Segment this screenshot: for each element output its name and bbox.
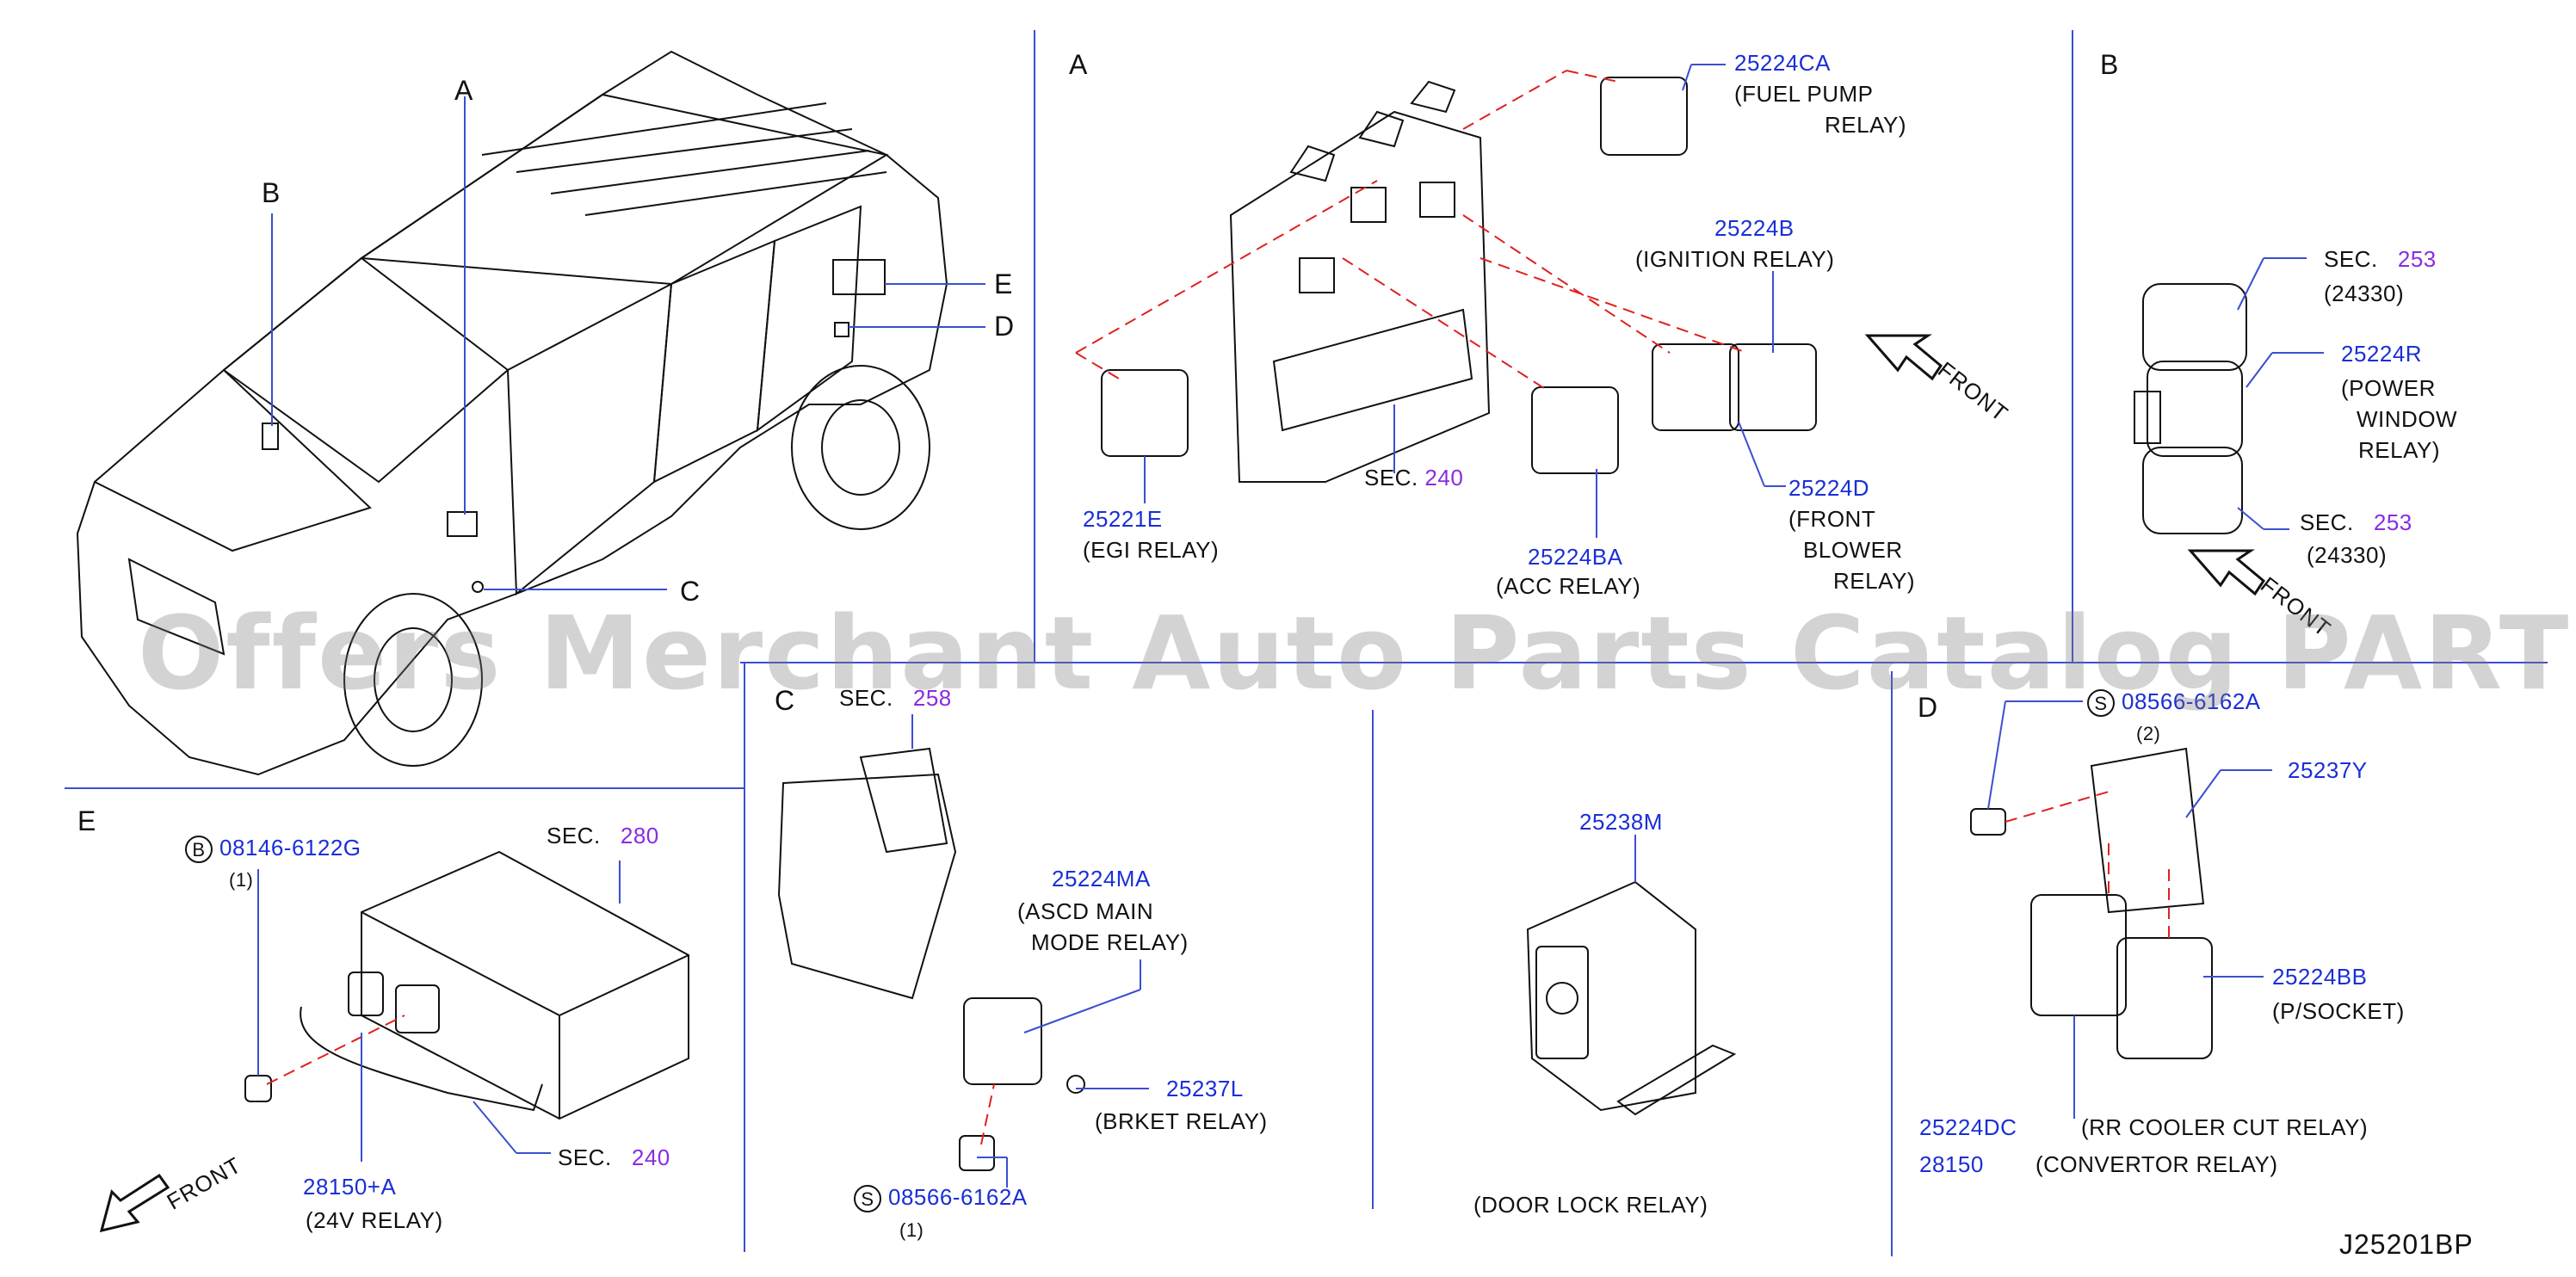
part-desc-egi-relay: (EGI RELAY) [1083,537,1220,563]
overview-label-c: C [680,576,701,607]
section-number: 280 [620,823,659,848]
section-prefix: SEC. [2300,509,2354,535]
panel-c-illustration [777,714,1149,1188]
part-desc-fuel-pump-relay: RELAY) [1825,112,1906,138]
part-desc-door-lock-relay: (DOOR LOCK RELAY) [1473,1192,1708,1218]
bolt-mark-d: S [2087,689,2115,718]
part-desc-p-socket: (P/SOCKET) [2272,998,2405,1024]
part-desc-window: WINDOW [2357,406,2458,432]
panel-c-title: C [775,685,795,716]
bolt-qty-c: (1) [899,1219,924,1241]
bolt-label-c: S 08566-6162A [854,1184,1028,1213]
section-prefix: SEC. [558,1144,612,1170]
part-desc-convertor-relay: (CONVERTOR RELAY) [2035,1151,2278,1177]
section-label-a: SEC. 240 [1364,465,1463,490]
part-desc-blower: BLOWER [1803,537,1903,563]
bolt-qty-d: (2) [2136,723,2161,744]
part-number-25224bb: 25224BB [2272,964,2368,990]
section-label-c: SEC. 258 [839,685,952,711]
part-number-25224b: 25224B [1714,215,1795,241]
section-prefix: SEC. [547,823,601,848]
vehicle-illustration [76,50,985,776]
part-desc-ignition-relay: (IGNITION RELAY) [1635,246,1835,272]
section-label-e2: SEC. 240 [558,1144,670,1170]
part-number-25238m: 25238M [1579,809,1663,835]
part-desc-blower-relay: RELAY) [1833,568,1915,594]
section-label-b2: SEC. 253 [2300,509,2412,535]
panel-d-illustration [1970,700,2272,1119]
part-number-28150a: 28150+A [303,1174,397,1200]
part-desc-24v-relay: (24V RELAY) [306,1207,443,1233]
section-label-e1: SEC. 280 [547,823,659,848]
part-desc-mode-relay: MODE RELAY) [1031,929,1189,955]
bolt-mark-c: S [854,1185,881,1213]
part-number-25224ba: 25224BA [1528,544,1623,570]
section-prefix: SEC. [2324,246,2378,272]
overview-label-e: E [994,268,1013,299]
panel-e-illustration [244,850,689,1162]
part-number-25237y: 25237Y [2288,757,2368,783]
panel-a-title: A [1069,49,1088,80]
part-number-25224d: 25224D [1788,475,1870,501]
bolt-qty-e: (1) [229,869,254,891]
door-lock-relay-illustration [1526,835,1737,1116]
section-number: 258 [912,685,952,711]
part-desc-acc-relay: (ACC RELAY) [1496,573,1641,599]
part-desc-ascd-main: (ASCD MAIN [1017,898,1154,924]
section-sub-b1: (24330) [2324,281,2405,306]
bolt-mark-e: B [185,836,213,864]
part-desc-front: (FRONT [1788,506,1876,532]
overview-label-a: A [454,75,473,106]
overview-label-b: B [262,177,281,208]
section-number: 240 [1424,465,1464,490]
part-desc-power: (POWER [2341,375,2436,401]
bolt-number-c: 08566-6162A [888,1184,1028,1210]
panel-e-title: E [77,805,96,836]
part-desc-fuel-pump: (FUEL PUMP [1734,81,1874,107]
section-prefix: SEC. [839,685,893,711]
panel-a-illustration [1075,64,1817,538]
bolt-number-e: 08146-6122G [219,835,361,861]
part-number-25224dc: 25224DC [1919,1114,2017,1140]
part-number-25224r: 25224R [2341,341,2423,367]
bolt-number-d: 08566-6162A [2122,688,2261,714]
section-number: 253 [2373,509,2412,535]
section-sub-b2: (24330) [2307,542,2388,568]
part-desc-brket-relay: (BRKET RELAY) [1095,1108,1268,1134]
part-number-28150: 28150 [1919,1151,1984,1177]
bolt-label-d: S 08566-6162A [2087,688,2261,718]
section-prefix: SEC. [1364,465,1418,490]
watermark-text: Offers Merchant Auto Parts Catalog PARTS… [138,594,2576,713]
overview-label-d: D [994,311,1015,342]
part-desc-window-relay: RELAY) [2358,437,2440,463]
section-number: 240 [631,1144,670,1170]
panel-b-illustration [2134,257,2324,534]
section-label-b1: SEC. 253 [2324,246,2437,272]
diagram-reference-code: J25201BP [2339,1229,2474,1260]
part-number-25224ca: 25224CA [1734,50,1831,76]
panel-dividers [65,30,2548,1256]
part-number-25224ma: 25224MA [1052,866,1151,891]
part-desc-rr-cooler-cut-relay: (RR COOLER CUT RELAY) [2081,1114,2369,1140]
panel-d-title: D [1918,692,1938,723]
panel-b-title: B [2100,49,2119,80]
part-number-25237l: 25237L [1166,1076,1244,1101]
section-number: 253 [2397,246,2437,272]
front-arrow-icons [99,334,2265,1233]
part-number-25221e: 25221E [1083,506,1163,532]
